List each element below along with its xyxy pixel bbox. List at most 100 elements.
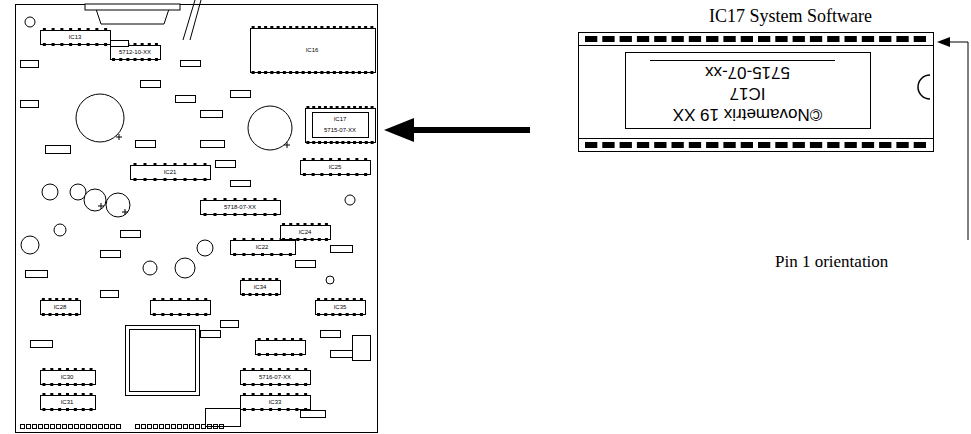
leader-line: [190, 0, 201, 40]
part-label: IC34: [253, 284, 268, 291]
part-label: 5712-10-XX: [118, 49, 152, 56]
resistor-symbol: [141, 81, 161, 88]
inset-title: IC17 System Software: [709, 6, 872, 27]
capacitor-symbol: [106, 193, 130, 217]
capacitor-symbol: [21, 236, 39, 254]
resistor-symbol: [231, 91, 251, 98]
dip-chip: [151, 298, 211, 316]
header-pin: [142, 425, 146, 429]
dip-chip: [241, 368, 311, 386]
capacitor-symbol: [84, 189, 106, 211]
header-pin: [99, 425, 103, 429]
resistor-symbol: [101, 251, 121, 258]
dip-chip: [41, 368, 96, 386]
resistor-symbol: [21, 101, 39, 108]
leader-line: [183, 0, 195, 40]
capacitor-symbol: [54, 224, 66, 236]
dip-chip: [281, 223, 331, 241]
header-pin: [220, 425, 224, 429]
capacitor-symbol: [175, 258, 195, 278]
header-pin: [27, 425, 31, 429]
dip-chip: [241, 278, 281, 296]
dip-chip: [41, 393, 96, 411]
dip-chip: [201, 198, 281, 216]
part-label: IC35: [333, 304, 348, 311]
capacitor-symbol: [345, 195, 355, 205]
part-label: 5716-07-XX: [258, 374, 292, 381]
chip-label: ©Novametrix 19 XXIC175715-07-xx: [627, 62, 868, 126]
resistor-symbol: [176, 96, 196, 103]
square-chip: [126, 326, 200, 396]
header-pin: [178, 425, 182, 429]
header-pin: [75, 425, 79, 429]
dip-chip: [316, 298, 366, 316]
resistor-symbol: [321, 331, 341, 338]
part-label: IC17: [333, 116, 348, 123]
resistor-symbol: [301, 411, 326, 418]
header-pin: [21, 425, 25, 429]
part-label: IC13: [68, 34, 83, 41]
dip-chip: [231, 238, 296, 256]
resistor-symbol: [26, 271, 48, 278]
part-label: IC30: [60, 374, 75, 381]
header-pin: [87, 425, 91, 429]
chip-label-box: [313, 113, 369, 138]
header-pin: [172, 425, 176, 429]
part-label: IC24: [298, 229, 313, 236]
resistor-symbol: [216, 161, 236, 168]
resistor-symbol: [331, 351, 356, 358]
dip-chip: [251, 26, 376, 74]
header-pin: [160, 425, 164, 429]
pcb-board: [16, 0, 378, 433]
header-pin: [45, 425, 49, 429]
part-label: IC25: [328, 164, 343, 171]
header-pin: [154, 425, 158, 429]
header-pin: [93, 425, 97, 429]
pin1-arrowhead: [937, 37, 950, 47]
header-pin: [33, 425, 37, 429]
header-pin: [214, 425, 218, 429]
header-pin: [202, 425, 206, 429]
header-pin: [184, 425, 188, 429]
dip-chip: [301, 158, 371, 176]
dip-chip: [256, 338, 306, 356]
pin1-leader: [948, 42, 968, 240]
chip-marking: 5715-07-xx: [705, 63, 790, 84]
resistor-symbol: [201, 331, 221, 338]
resistor-symbol: [121, 231, 141, 238]
dip-chip: [131, 163, 211, 181]
part-label: 5715-07-XX: [323, 127, 357, 134]
resistor-symbol: [201, 141, 225, 148]
resistor-symbol: [31, 341, 53, 348]
capacitor-symbol: [76, 94, 124, 142]
resistor-symbol: [21, 61, 39, 68]
header-pin: [196, 425, 200, 429]
square-chip-inner: [130, 330, 196, 392]
header-pin: [81, 425, 85, 429]
capacitor-symbol: [42, 184, 58, 200]
resistor-symbol: [221, 321, 239, 328]
header-pin: [57, 425, 61, 429]
resistor-symbol: [296, 261, 316, 268]
resistor-symbol: [46, 146, 71, 154]
pin-orientation-note: Pin 1 orientation: [775, 252, 888, 272]
dip-chip: [241, 393, 311, 411]
header-pin: [148, 425, 152, 429]
header-pin: [69, 425, 73, 429]
header-pin: [136, 425, 140, 429]
header-pin: [105, 425, 109, 429]
capacitor-symbol: [248, 106, 292, 150]
capacitor-symbol: [326, 276, 334, 284]
header-pin: [51, 425, 55, 429]
pointer-arrow-shaft: [410, 127, 530, 133]
dip-chip: [41, 28, 111, 46]
resistor-symbol: [181, 61, 201, 67]
part-label: IC21: [163, 169, 178, 176]
side-connector: [353, 336, 371, 361]
chip-marking: ©Novametrix 19 XX: [673, 105, 823, 126]
capacitor-symbol: [143, 261, 157, 275]
header-pin: [190, 425, 194, 429]
pointer-arrow-head: [384, 118, 414, 142]
header-pin: [39, 425, 43, 429]
